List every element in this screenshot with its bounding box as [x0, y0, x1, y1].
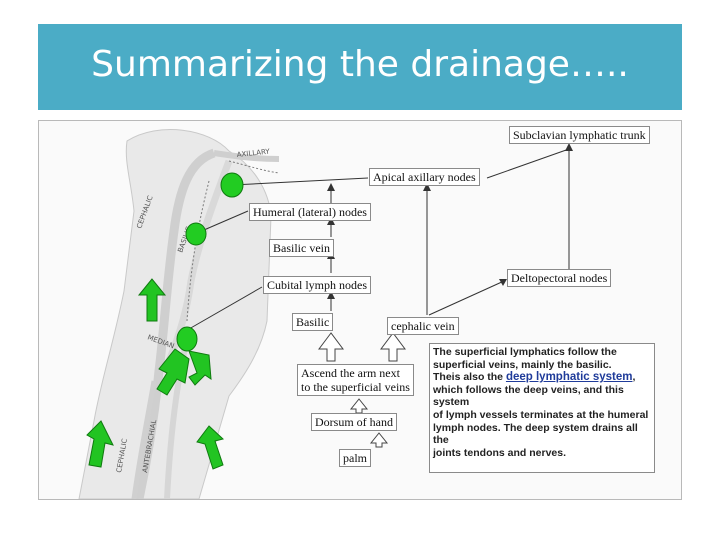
cephalic-vein-box: cephalic vein — [387, 317, 459, 335]
note-line-3-prefix: Theis also the — [433, 371, 506, 384]
note-line-3: Theis also the deep lymphatic system, — [433, 371, 651, 384]
arrowhead-deltopectoral — [499, 279, 507, 286]
slide-title: Summarizing the drainage….. — [91, 44, 629, 85]
cubital-node-marker — [176, 326, 198, 352]
ascend-line-2: to the superficial veins — [301, 380, 410, 394]
arrowhead-apical-from-humeral — [327, 183, 335, 191]
connector-apical-to-subclavian — [486, 148, 570, 179]
note-line-7: joints tendons and nerves. — [433, 446, 567, 459]
green-arrow-lower-left — [86, 420, 114, 468]
lymph-dotted-2 — [186, 180, 210, 322]
connector-cubital-to-node — [188, 286, 263, 330]
humeral-node-marker — [185, 222, 207, 246]
outline-arrow-to-basilic — [318, 332, 344, 362]
note-line-5: of lymph vessels terminates at the humer… — [433, 408, 649, 421]
lymph-dotted-1 — [228, 160, 280, 174]
ascend-box: Ascend the arm next to the superficial v… — [297, 364, 414, 396]
antebrachial-vein-path — [131, 380, 157, 499]
arrowhead-subclavian — [565, 143, 573, 151]
arm-illustration: AXILLARY CEPHALIC BASILIC MEDIAN CEPHALI… — [78, 129, 573, 499]
palm-box: palm — [339, 449, 371, 467]
connector-cephalic-to-deltopectoral — [428, 280, 505, 316]
connector-apical-to-node — [231, 177, 369, 186]
axillary-vein-path — [213, 150, 280, 162]
green-arrow-elbow — [156, 348, 190, 396]
deep-lymphatic-system-highlight: deep lymphatic system — [505, 371, 633, 384]
deltopectoral-nodes-box: Deltopectoral nodes — [507, 269, 612, 287]
outline-arrow-from-palm — [369, 432, 389, 448]
note-line-3-suffix: , — [632, 371, 636, 384]
subclavian-trunk-box: Subclavian lymphatic trunk — [509, 126, 650, 144]
apical-axillary-nodes-box: Apical axillary nodes — [369, 168, 480, 186]
axillary-label: AXILLARY — [236, 147, 270, 158]
title-bar: Summarizing the drainage….. — [38, 24, 682, 110]
outline-arrow-from-dorsum — [349, 398, 369, 414]
arrowhead-cubital — [327, 291, 335, 299]
apical-node-marker — [220, 172, 244, 198]
outline-arrow-to-cephalic — [380, 332, 406, 362]
arrowhead-apical-from-cephalic — [423, 183, 431, 191]
green-arrow-elbow-right — [188, 350, 212, 386]
basilic-vein-box: Basilic vein — [269, 239, 334, 257]
drainage-figure: AXILLARY CEPHALIC BASILIC MEDIAN CEPHALI… — [38, 120, 682, 500]
note-line-6: lymph nodes. The deep system drains all … — [433, 421, 638, 447]
note-line-1: The superficial lymphatics follow the — [433, 346, 617, 358]
cubital-lymph-nodes-box: Cubital lymph nodes — [263, 276, 371, 294]
cephalic-vein-path — [134, 148, 216, 499]
ascend-line-1: Ascend the arm next — [301, 366, 400, 380]
green-arrow-lower-right — [196, 425, 225, 470]
explanation-note: The superficial lymphatics follow the su… — [429, 343, 655, 473]
note-line-4: which follows the deep veins, and this s… — [433, 383, 624, 409]
basilic-box: Basilic — [292, 313, 334, 331]
green-arrow-upper — [137, 278, 167, 322]
arrowhead-humeral — [327, 217, 335, 225]
dorsum-of-hand-box: Dorsum of hand — [311, 413, 397, 431]
humeral-nodes-box: Humeral (lateral) nodes — [249, 203, 371, 221]
note-line-2: superficial veins, mainly the basilic. — [433, 358, 612, 371]
